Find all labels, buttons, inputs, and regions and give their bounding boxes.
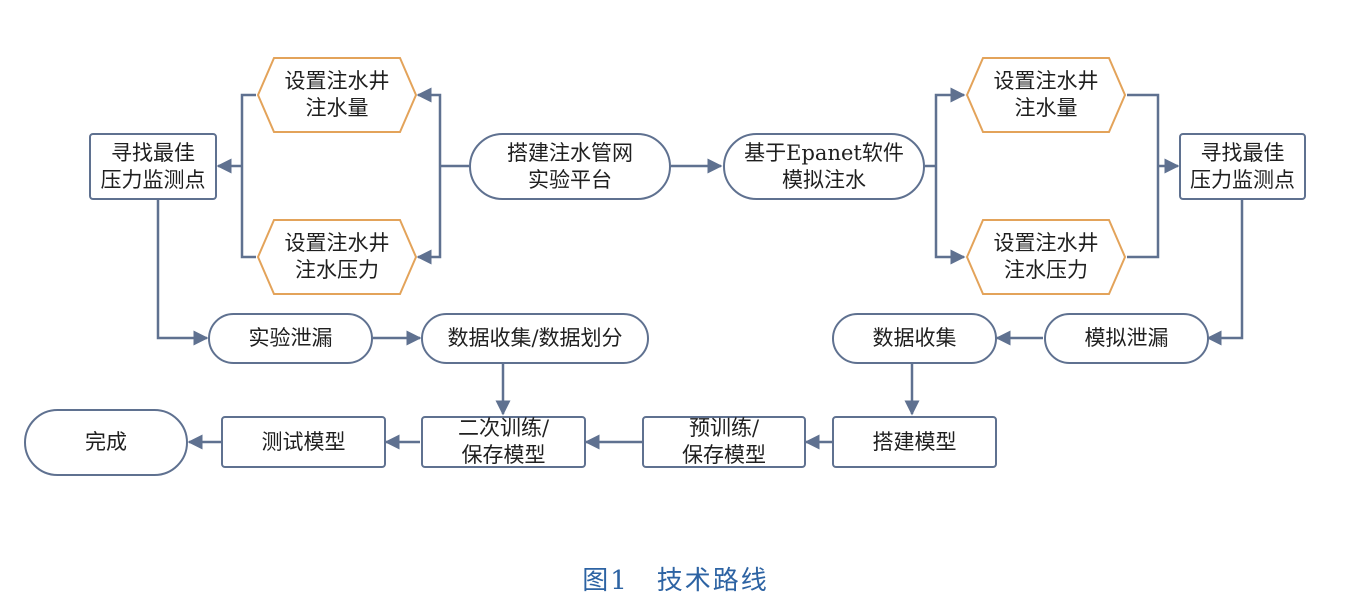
data-collect-node: 数据收集 bbox=[832, 313, 997, 364]
simulated-leak-node: 模拟泄漏 bbox=[1044, 313, 1209, 364]
left-hex-injection-volume: 设置注水井 注水量 bbox=[256, 56, 418, 134]
build-model-node: 搭建模型 bbox=[832, 416, 997, 468]
pretrain-save-node: 预训练/ 保存模型 bbox=[642, 416, 806, 468]
hexagon-shape bbox=[256, 219, 418, 295]
test-model-node: 测试模型 bbox=[221, 416, 386, 468]
hex-label: 设置注水井 注水量 bbox=[993, 69, 1099, 120]
hex-label: 设置注水井 注水量 bbox=[284, 69, 390, 120]
right-find-monitor-node: 寻找最佳 压力监测点 bbox=[1179, 133, 1306, 200]
epanet-simulation-node: 基于Epanet软件 模拟注水 bbox=[723, 133, 925, 200]
done-node: 完成 bbox=[24, 409, 188, 476]
build-platform-node: 搭建注水管网 实验平台 bbox=[469, 133, 671, 200]
right-hex-injection-volume: 设置注水井 注水量 bbox=[965, 56, 1127, 134]
hexagon-shape bbox=[256, 57, 418, 133]
edge-right-find-to-sim-leak bbox=[1206, 200, 1244, 346]
collect-split-node: 数据收集/数据划分 bbox=[421, 313, 649, 364]
edge-platform-to-left-hex-top bbox=[416, 87, 442, 166]
retrain-save-node: 二次训练/ 保存模型 bbox=[421, 416, 586, 468]
right-hex-injection-pressure: 设置注水井 注水压力 bbox=[965, 218, 1127, 296]
experiment-leak-node: 实验泄漏 bbox=[208, 313, 373, 364]
left-hex-injection-pressure: 设置注水井 注水压力 bbox=[256, 218, 418, 296]
edge-left-hex-top-branch bbox=[240, 93, 256, 259]
edge-find-to-exp-leak bbox=[156, 200, 209, 346]
hexagon-shape bbox=[965, 219, 1127, 295]
edge-epanet-to-right-hex-top bbox=[934, 87, 966, 166]
hexagon-shape bbox=[965, 57, 1127, 133]
edge-platform-to-left-hex-bottom bbox=[416, 166, 442, 265]
hex-label: 设置注水井 注水压力 bbox=[284, 231, 390, 282]
edge-right-hexes-merge bbox=[1127, 93, 1160, 259]
left-find-monitor-node: 寻找最佳 压力监测点 bbox=[89, 133, 217, 200]
figure-caption: 图1 技术路线 bbox=[582, 566, 769, 596]
edge-epanet-to-right-hex-bottom bbox=[934, 166, 966, 265]
hex-label: 设置注水井 注水压力 bbox=[993, 231, 1099, 282]
